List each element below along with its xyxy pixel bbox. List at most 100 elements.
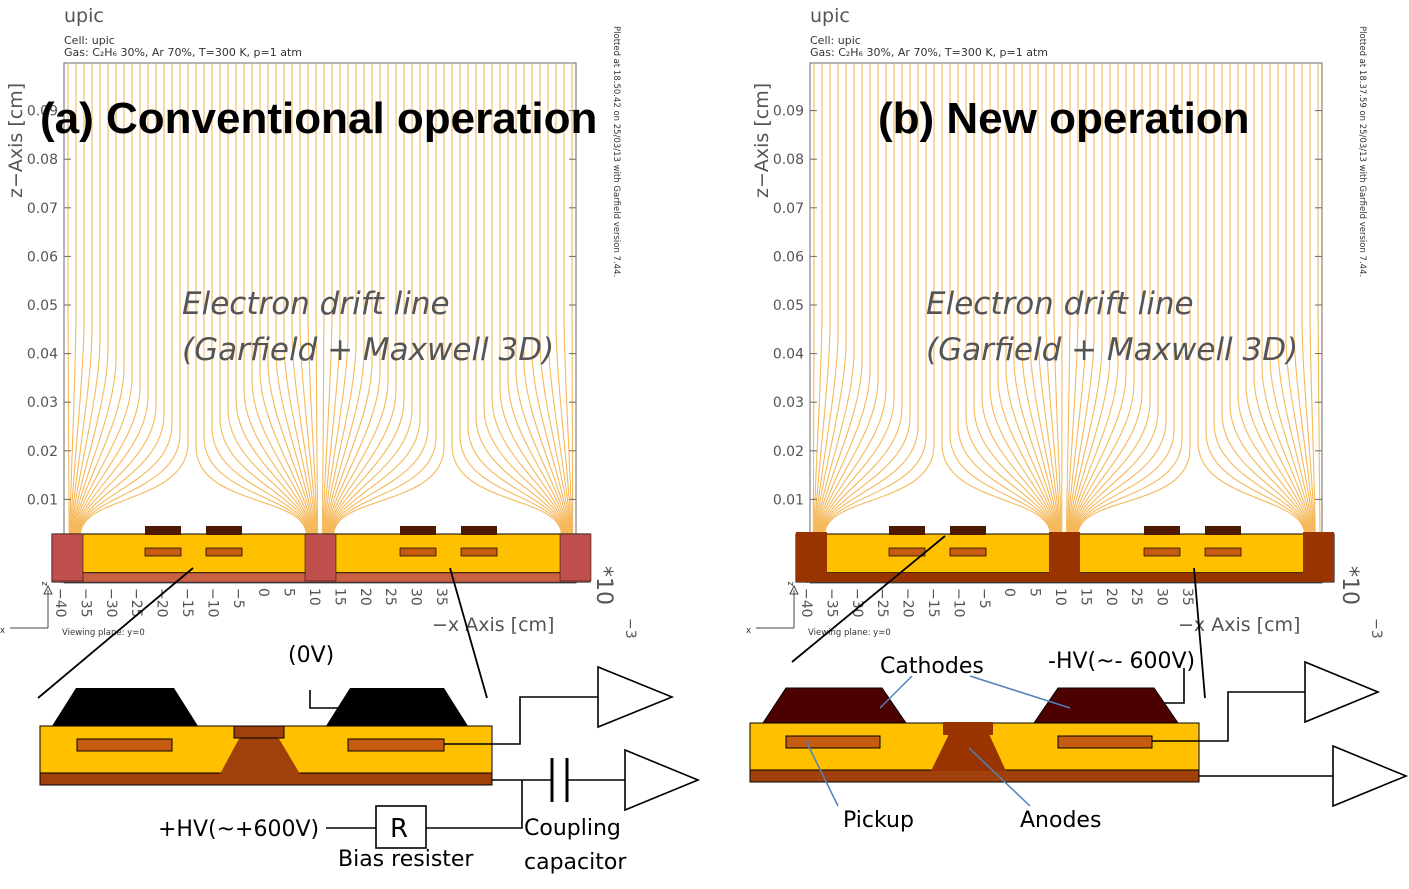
drift-line	[815, 64, 847, 536]
x-tick-label: 25	[1128, 588, 1144, 606]
pickup-strip	[1057, 735, 1153, 749]
plotted-note: Plotted at 18.50.42 on 25/03/13 with Gar…	[611, 26, 621, 277]
x-tick-label: −35	[77, 588, 93, 618]
drift-line	[243, 64, 312, 536]
cathode-electrode	[762, 687, 907, 724]
drift-line	[325, 64, 365, 536]
drift-line	[267, 64, 314, 536]
y-tick-label: 0.06	[773, 249, 804, 265]
drift-line	[459, 64, 563, 536]
x-tick-label: −30	[849, 588, 865, 618]
drift-line	[523, 64, 569, 536]
y-tick-label: 0.08	[27, 152, 58, 168]
drift-line	[74, 64, 133, 536]
drift-line	[1245, 64, 1310, 536]
drift-label-line-1: Electron drift line	[182, 286, 450, 322]
y-tick-label: 0.07	[773, 201, 804, 217]
y-ticks: 0.010.020.030.040.050.060.070.080.09	[27, 104, 576, 508]
drift-line	[283, 64, 316, 536]
bias-resistor	[375, 805, 427, 849]
drift-line	[813, 64, 823, 536]
hv-label: +HV(~+600V)	[158, 817, 319, 842]
x-tick-label: 5	[1027, 588, 1043, 597]
z-axis-label: z−Axis [cm]	[751, 83, 773, 198]
anode-electrode	[796, 532, 827, 581]
drift-line	[76, 64, 157, 536]
drift-line	[547, 64, 571, 536]
bias-resister-label: Bias resister	[338, 847, 474, 872]
drift-line	[563, 64, 573, 536]
anode-electrode	[220, 737, 300, 774]
x-tick-label: −30	[103, 588, 119, 618]
amplifier-icon	[1304, 660, 1381, 724]
cell-line: Cell: upic	[64, 34, 115, 47]
drift-line	[1205, 64, 1306, 536]
drift-line	[824, 64, 935, 536]
drift-line	[1070, 64, 1119, 536]
drift-line	[941, 64, 1052, 536]
anodes-label: Anodes	[1020, 808, 1101, 833]
x-tick-label: −35	[823, 588, 839, 618]
drift-label-line-2: (Garfield + Maxwell 3D)	[182, 332, 554, 368]
cathode-strip	[461, 526, 497, 535]
x-axis-label: −x Axis [cm]	[1178, 614, 1300, 636]
drift-line	[491, 64, 566, 536]
drift-line	[1045, 64, 1061, 536]
drift-line	[820, 64, 895, 536]
drift-line	[75, 64, 141, 536]
amplifier-icon	[1332, 744, 1409, 808]
drift-line	[1309, 64, 1316, 536]
y-tick-label: 0.05	[773, 298, 804, 314]
x-axis-label: −x Axis [cm]	[432, 614, 554, 636]
y-tick-label: 0.01	[773, 492, 804, 508]
drift-line	[227, 64, 310, 536]
drift-line	[235, 64, 311, 536]
drift-line	[539, 64, 571, 536]
callout-leaders	[805, 675, 1071, 807]
drift-line	[299, 64, 317, 536]
y-tick-label: 0.02	[27, 444, 58, 460]
x-tick-label: −40	[52, 588, 68, 618]
zoom-line	[449, 567, 488, 699]
panel-conventional: upic Cell: upic Gas: C₂H₆ 30%, Ar 70%, T…	[0, 5, 701, 875]
drift-line	[1013, 64, 1058, 536]
cathode-strip	[1144, 526, 1180, 535]
x-tick-label: 15	[1077, 588, 1093, 606]
drift-line	[818, 64, 871, 536]
drift-line	[1221, 64, 1308, 536]
drift-line	[1068, 64, 1095, 536]
drift-line	[330, 64, 413, 536]
y-tick-label: 0.09	[773, 104, 804, 120]
drift-line	[329, 64, 405, 536]
pickup-strip	[347, 738, 445, 752]
drift-line	[1074, 64, 1159, 536]
pickup-strip	[949, 547, 987, 557]
electron-drift-lines	[812, 64, 1321, 536]
cathode-strip	[1205, 526, 1241, 535]
drift-line	[989, 64, 1056, 536]
readout-circuit	[309, 665, 701, 849]
drift-line	[327, 64, 381, 536]
y-ticks: 0.010.020.030.040.050.060.070.080.09	[773, 104, 1322, 508]
x-tick-label: 10	[1052, 588, 1068, 606]
drift-line	[818, 64, 879, 536]
cathode-strip	[889, 526, 925, 535]
x-tick-label: 35	[433, 588, 449, 606]
capacitor-label: capacitor	[524, 850, 627, 875]
drift-line	[211, 64, 309, 536]
drift-line	[1269, 64, 1313, 536]
electron-drift-lines	[67, 64, 574, 536]
zoom-line	[791, 535, 946, 663]
x-exponent: −3	[1368, 618, 1384, 639]
x-tick-label: −5	[976, 588, 992, 609]
pickup-strip	[76, 738, 173, 752]
drift-line	[323, 64, 341, 536]
y-tick-label: 0.08	[773, 152, 804, 168]
drift-line	[78, 64, 173, 536]
y-tick-label: 0.06	[27, 249, 58, 265]
x-tick-label: −25	[874, 588, 890, 618]
drift-line	[330, 64, 421, 536]
cathode-strip	[145, 526, 181, 535]
drift-line	[507, 64, 568, 536]
